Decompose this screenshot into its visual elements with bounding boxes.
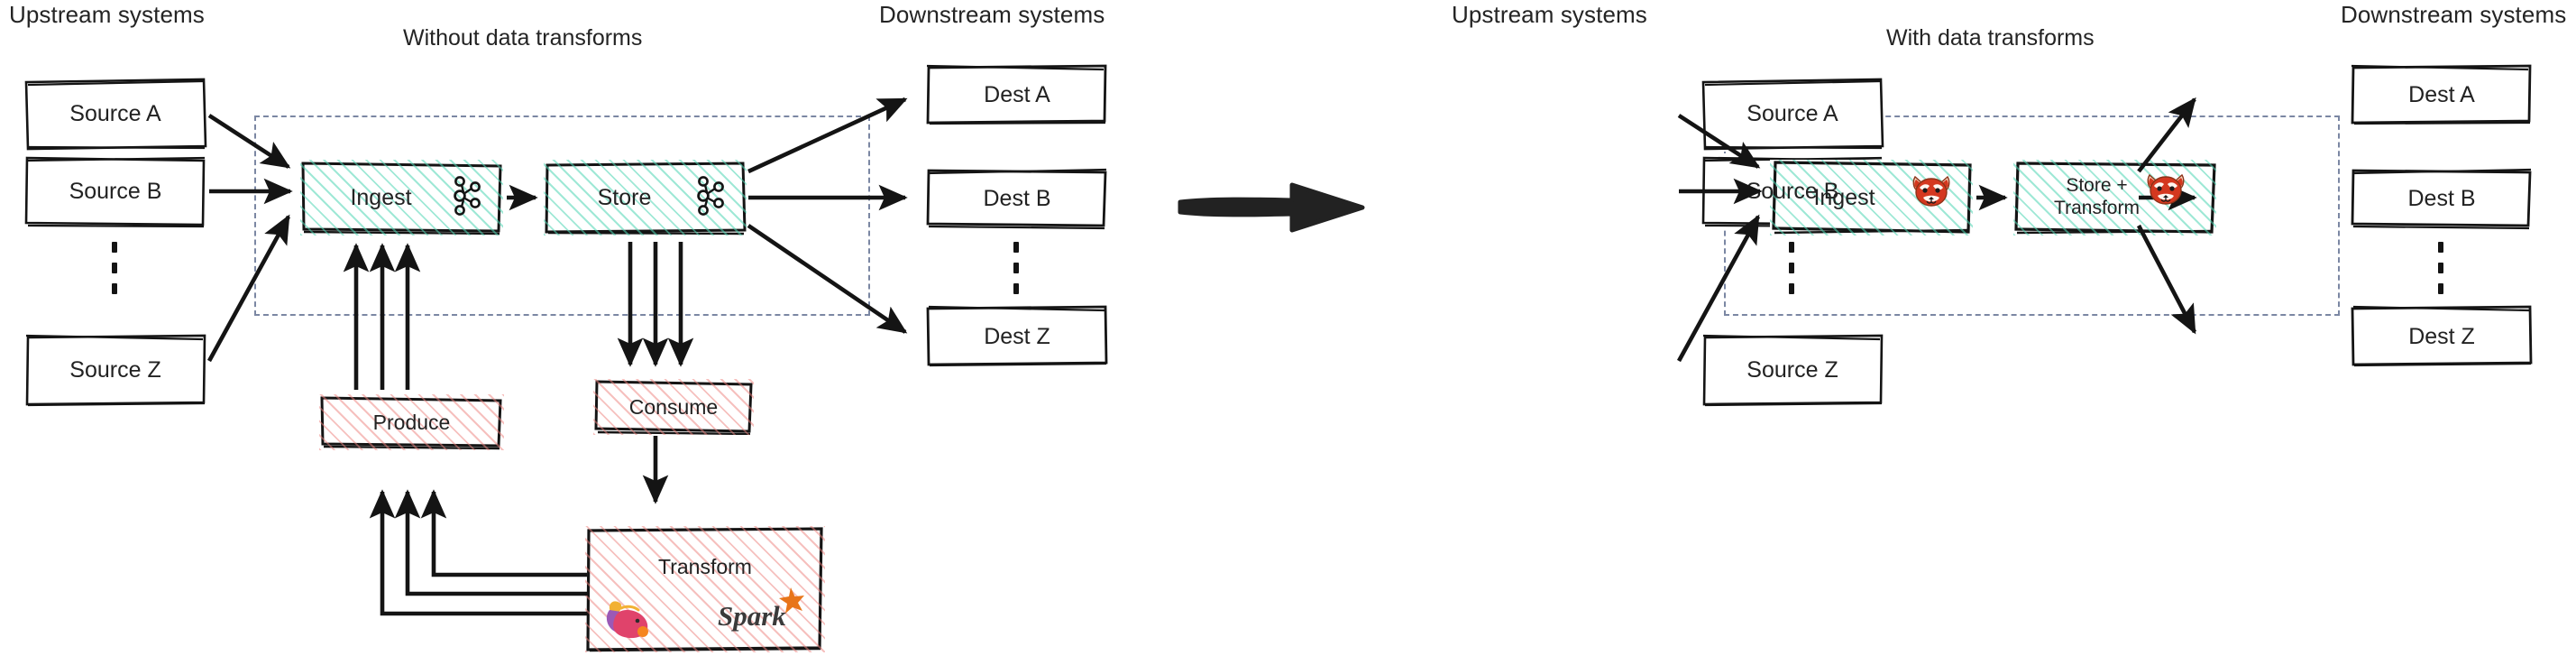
dest-ellipsis-left	[1013, 242, 1019, 304]
right-ingest-box[interactable]: Ingest	[1770, 160, 1973, 236]
dest-box-a[interactable]: Dest A	[925, 63, 1109, 126]
dest-box-b[interactable]: Dest B	[925, 167, 1109, 230]
dest-z-label: Dest Z	[984, 323, 1050, 349]
consume-label: Consume	[628, 394, 719, 419]
source-ellipsis-right	[1789, 242, 1794, 304]
spark-icon: Spark	[718, 587, 804, 632]
source-z-label: Source Z	[1746, 356, 1838, 383]
left-ingest-label: Ingest	[350, 184, 412, 210]
transform-box[interactable]: Transform Spark	[585, 526, 825, 652]
kafka-icon	[697, 176, 724, 216]
transform-label: Transform	[658, 555, 752, 578]
produce-box[interactable]: Produce	[319, 394, 504, 450]
left-ingest-box[interactable]: Ingest	[300, 160, 503, 236]
produce-label: Produce	[372, 410, 451, 434]
dest-box-z-right[interactable]: Dest Z	[2350, 305, 2534, 368]
dest-b-label: Dest B	[2407, 185, 2476, 211]
redpanda-icon	[1912, 175, 1950, 207]
source-box-b[interactable]: Source B	[23, 153, 207, 229]
left-downstream-heading: Downstream systems	[879, 1, 1105, 28]
source-box-a-right[interactable]: Source A	[1701, 76, 1884, 152]
flink-icon	[606, 601, 648, 639]
source-box-z-right[interactable]: Source Z	[1701, 332, 1884, 408]
dest-z-label: Dest Z	[2408, 323, 2475, 349]
right-panel-title: With data transforms	[1886, 25, 2095, 51]
dest-box-z[interactable]: Dest Z	[925, 305, 1109, 368]
right-arrow-icon	[1178, 182, 1365, 233]
right-ingest-label: Ingest	[1813, 184, 1875, 210]
store-transform-label-line1: Store +	[2066, 175, 2128, 197]
source-b-label: Source B	[69, 178, 162, 204]
left-store-label: Store	[597, 184, 652, 210]
redpanda-icon	[2147, 173, 2185, 205]
dest-box-b-right[interactable]: Dest B	[2350, 167, 2534, 230]
source-ellipsis-left	[112, 242, 117, 304]
left-panel-title: Without data transforms	[403, 25, 643, 51]
source-z-label: Source Z	[69, 356, 161, 383]
source-a-label: Source A	[1746, 100, 1838, 126]
dest-a-label: Dest A	[2408, 81, 2475, 107]
right-upstream-heading: Upstream systems	[1452, 1, 1647, 28]
left-store-box[interactable]: Store	[544, 160, 747, 236]
dest-b-label: Dest B	[983, 185, 1051, 211]
kafka-icon	[454, 176, 481, 216]
source-box-a[interactable]: Source A	[23, 76, 207, 152]
store-transform-label-line2: Transform	[2054, 198, 2140, 218]
source-box-z[interactable]: Source Z	[23, 332, 207, 408]
dest-box-a-right[interactable]: Dest A	[2350, 63, 2534, 126]
dest-a-label: Dest A	[984, 81, 1050, 107]
right-store-transform-box[interactable]: Store + Transform	[2013, 160, 2216, 236]
right-downstream-heading: Downstream systems	[2341, 1, 2567, 28]
consume-box[interactable]: Consume	[593, 379, 754, 435]
svg-text:Spark: Spark	[718, 600, 786, 632]
source-a-label: Source A	[69, 100, 161, 126]
left-upstream-heading: Upstream systems	[9, 1, 205, 28]
dest-ellipsis-right	[2438, 242, 2443, 304]
